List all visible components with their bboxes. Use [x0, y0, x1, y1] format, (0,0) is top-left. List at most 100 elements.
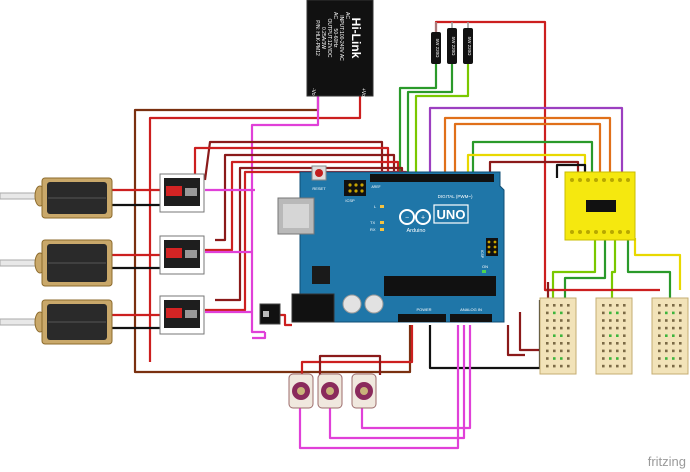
psu-input: INPUT:100-240V AC [338, 15, 344, 61]
wire-green-driver [471, 140, 594, 178]
potentiometer-2 [317, 373, 343, 409]
logo-plus-glyph: + [421, 215, 425, 222]
tx-label: TX [370, 220, 375, 225]
capacitor-1 [342, 294, 362, 314]
resistor-3: 5W 220Ω [463, 22, 473, 64]
psu-brand: Hi-Link [349, 18, 363, 59]
resistor-1: 5W 220Ω [431, 22, 441, 64]
uno-logo-text: UNO [437, 207, 466, 222]
breadboard-hole [623, 364, 626, 368]
wire-darkred-bb-2 [506, 325, 525, 357]
breadboard-hole [616, 311, 619, 315]
wire-green-r1 [398, 62, 438, 178]
breadboard-hole [560, 334, 563, 337]
resistor-2-label: 5W 220Ω [451, 37, 456, 57]
breadboard-hole [679, 349, 682, 353]
wire-red-pot-row [300, 325, 414, 375]
breadboard-hole [623, 319, 626, 322]
wire-purple [428, 106, 624, 178]
breadboard-hole [560, 364, 563, 368]
breadboard-hole [679, 311, 682, 315]
breadboard-hole [672, 334, 675, 337]
analog-label: ANALOG IN [460, 307, 482, 312]
breadboard-hole [553, 334, 556, 337]
wire-magenta-psu [250, 95, 320, 334]
breadboard-hole [567, 326, 570, 330]
breadboard-hole [658, 349, 661, 353]
breadboard-hole [609, 326, 612, 330]
breadboard-hole [560, 357, 563, 360]
breadboard-hole [658, 357, 661, 360]
breadboard-hole [602, 364, 605, 368]
breadboard-hole [616, 364, 619, 368]
breadboard-hole [567, 334, 570, 337]
aref-label: AREF [371, 185, 380, 189]
breadboard-hole [553, 357, 556, 360]
breadboard-hole [546, 304, 549, 307]
breadboard-hole [658, 319, 661, 322]
wire-red-reg-barrel [280, 313, 292, 327]
wire-magenta-pot3 [360, 325, 472, 430]
on-label: ON [482, 264, 488, 269]
atmega-chip [384, 276, 496, 296]
breadboard-hole [616, 326, 619, 330]
breadboard-hole [602, 311, 605, 315]
breadboard-hole [665, 349, 668, 353]
usb-chip [312, 266, 330, 284]
relay-3 [159, 295, 205, 335]
wire-darkred-driver [488, 160, 580, 178]
breadboard-hole [665, 334, 668, 337]
breadboard-hole [553, 311, 556, 315]
breadboard-hole [679, 304, 682, 307]
psu-vo-plus: +Vo [360, 88, 366, 97]
breadboard-hole [602, 334, 605, 337]
breadboard-hole [553, 304, 556, 307]
wire-magenta-pot2 [328, 325, 466, 440]
potentiometer-3 [351, 373, 377, 409]
breadboard-hole [616, 342, 619, 345]
breadboard-hole [546, 349, 549, 353]
breadboard-hole [616, 357, 619, 360]
breadboard-holes [546, 304, 682, 368]
breadboard-hole [672, 311, 675, 315]
wire-yellow-driver-out [633, 238, 682, 290]
breadboard-hole [546, 342, 549, 345]
analog-header [450, 314, 492, 322]
wire-darkred-relay1 [203, 140, 384, 181]
breadboard-hole [665, 364, 668, 368]
breadboard-hole [560, 311, 563, 315]
wire-green-r2 [406, 62, 454, 178]
breadboard-hole [616, 334, 619, 337]
wire-lime-bb1 [551, 238, 597, 300]
breadboard-hole [546, 311, 549, 315]
breadboard-hole [602, 349, 605, 353]
psu-module: Hi-Link INPUT:100-240V AC 50-60Hz OUTPUT… [306, 0, 374, 97]
breadboard-hole [609, 342, 612, 345]
l-label: L [374, 204, 377, 209]
breadboard-hole [553, 342, 556, 345]
logo-minus-glyph: − [405, 215, 409, 222]
breadboard-hole [665, 342, 668, 345]
mini-breadboard-1 [539, 297, 577, 375]
breadboard-hole [546, 319, 549, 322]
potentiometer-1 [288, 373, 314, 409]
wire-magenta-reg-out [252, 332, 267, 340]
breadboard-hole [665, 304, 668, 307]
arduino-brand: Arduino [407, 228, 426, 234]
psu-current: 0.25A/3W [320, 27, 326, 49]
breadboard-hole [553, 364, 556, 368]
digital-label: DIGITAL (PWM~) [438, 194, 473, 199]
breadboard-hole [672, 304, 675, 307]
breadboard-hole [658, 364, 661, 368]
breadboard-hole [560, 349, 563, 353]
breadboard-hole [609, 357, 612, 360]
reset-label: RESET [312, 186, 326, 191]
power-header [398, 314, 446, 322]
wire-orange-1 [443, 116, 612, 178]
psu-output: OUTPUT:12V/DC [326, 19, 332, 58]
resistor-3-label: 5W 220Ω [467, 37, 472, 57]
digital-header [370, 174, 494, 182]
breadboard-hole [672, 357, 675, 360]
breadboard-hole [665, 357, 668, 360]
